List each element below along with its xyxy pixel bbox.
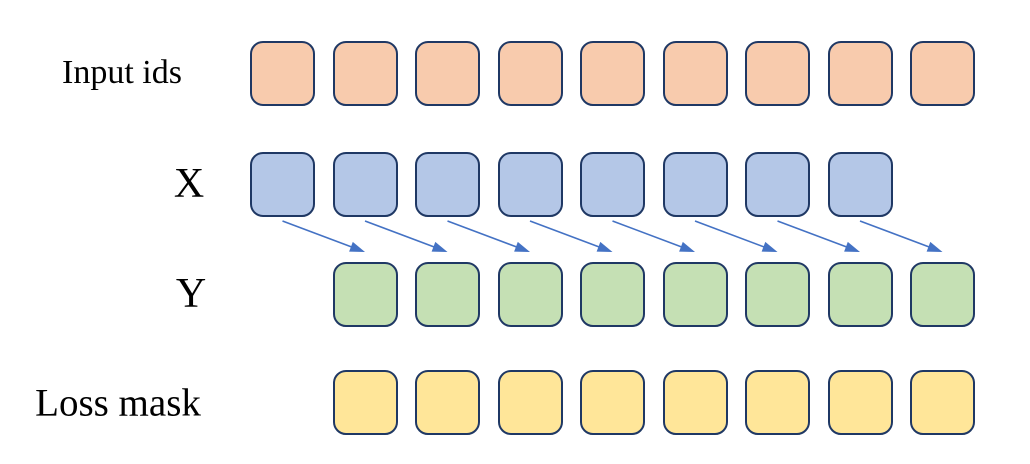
shift-arrow-line	[282, 220, 355, 249]
row-label-loss-mask: Loss mask	[35, 381, 201, 425]
input-ids-square	[827, 41, 893, 106]
y-square	[745, 262, 810, 327]
shift-arrow-head	[431, 241, 448, 252]
y-square	[827, 262, 893, 327]
input-ids-square	[415, 41, 480, 106]
x-square	[662, 152, 728, 217]
input-ids-square	[580, 41, 645, 106]
row-label-y: Y	[175, 271, 207, 317]
x-square	[580, 152, 645, 217]
loss-mask-square	[910, 370, 975, 435]
y-square	[332, 262, 398, 327]
x-square	[415, 152, 480, 217]
row-label-input-ids: Input ids	[62, 54, 182, 91]
shift-arrow-head	[926, 241, 943, 252]
input-ids-square	[250, 41, 315, 106]
y-square	[580, 262, 645, 327]
shift-arrow-line	[612, 220, 685, 249]
input-ids-square	[662, 41, 728, 106]
shift-arrow-line	[529, 220, 603, 249]
input-ids-square	[332, 41, 398, 106]
x-square	[497, 152, 563, 217]
y-square	[497, 262, 563, 327]
loss-mask-square	[415, 370, 480, 435]
loss-mask-square	[497, 370, 563, 435]
y-square	[910, 262, 975, 327]
shift-arrow-line	[859, 220, 933, 249]
input-ids-square	[910, 41, 975, 106]
shift-arrow-head	[514, 241, 530, 252]
y-square	[415, 262, 480, 327]
x-square	[745, 152, 810, 217]
input-ids-square	[497, 41, 563, 106]
loss-mask-square	[827, 370, 893, 435]
x-square	[827, 152, 893, 217]
loss-mask-square	[332, 370, 398, 435]
shift-arrow-line	[777, 220, 850, 249]
x-square	[250, 152, 315, 217]
loss-mask-square	[662, 370, 728, 435]
shift-arrow-head	[844, 241, 860, 252]
shift-arrow-head	[596, 241, 613, 252]
y-square	[662, 262, 728, 327]
loss-mask-square	[745, 370, 810, 435]
shift-arrow-head	[761, 241, 778, 252]
shift-arrow-line	[364, 220, 438, 249]
shift-arrow-head	[349, 241, 365, 252]
x-square	[332, 152, 398, 217]
loss-mask-square	[580, 370, 645, 435]
shift-arrow-line	[447, 220, 520, 249]
row-label-x: X	[173, 161, 205, 207]
shift-arrow-line	[694, 220, 768, 249]
input-ids-square	[745, 41, 810, 106]
shift-arrow-head	[679, 241, 695, 252]
